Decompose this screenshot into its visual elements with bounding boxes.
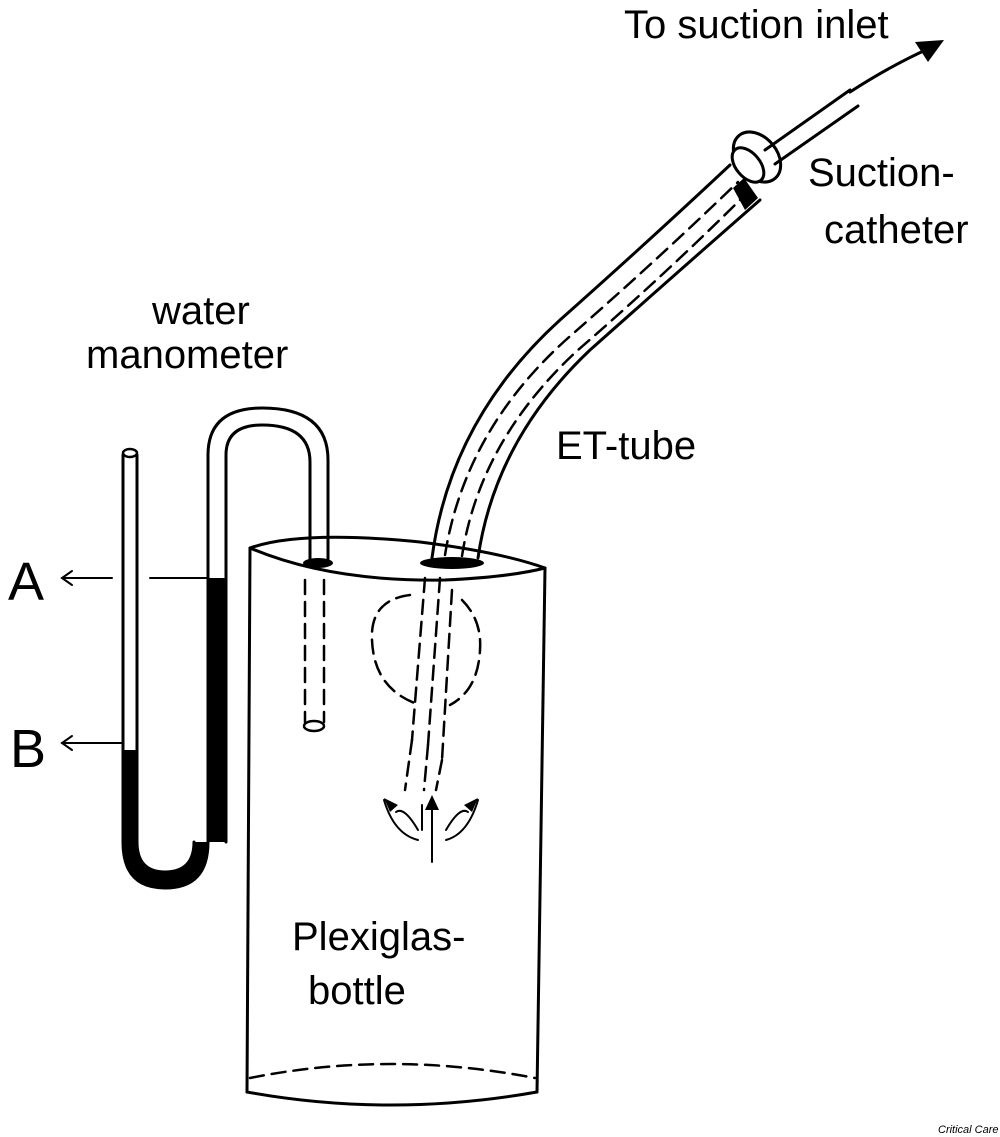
label-suction-catheter-2: catheter [824, 208, 969, 252]
plexiglas-bottle [245, 535, 547, 1107]
level-markers [60, 570, 209, 751]
label-suction-catheter-1: Suction- [808, 151, 955, 195]
label-b: B [10, 719, 46, 779]
water-manometer [121, 406, 333, 890]
airflow-arrows [383, 795, 479, 863]
credit-label: Critical Care [938, 1124, 999, 1136]
cuff-balloon [370, 576, 482, 792]
label-et-tube: ET-tube [556, 424, 696, 468]
label-a: A [8, 552, 44, 612]
label-manometer: manometer [86, 333, 288, 377]
suction-catheter [763, 40, 944, 166]
label-suction-inlet: To suction inlet [624, 3, 889, 47]
et-tube [420, 130, 783, 569]
label-plexiglas: Plexiglas- [292, 915, 465, 959]
label-water: water [151, 289, 250, 333]
label-bottle: bottle [308, 969, 406, 1013]
